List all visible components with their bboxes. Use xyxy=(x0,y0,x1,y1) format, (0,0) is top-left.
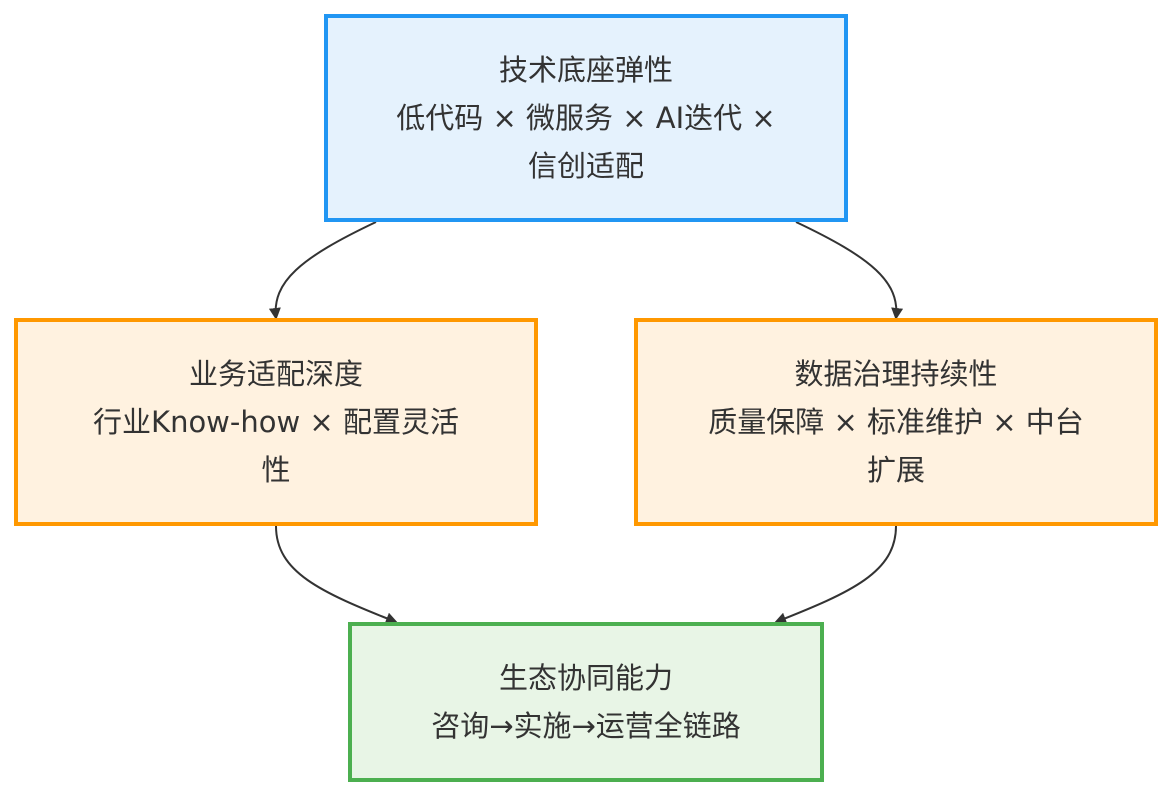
node-data-governance: 数据治理持续性 质量保障 × 标准维护 × 中台 扩展 xyxy=(634,318,1158,526)
node-ecosystem-title: 生态协同能力 xyxy=(498,661,673,695)
node-tech-title: 技术底座弹性 xyxy=(498,53,673,87)
node-tech-line3: 信创适配 xyxy=(527,149,644,183)
node-business-line3: 性 xyxy=(261,453,291,487)
node-data-line3: 扩展 xyxy=(866,453,925,487)
node-ecosystem-synergy: 生态协同能力 咨询→实施→运营全链路 xyxy=(348,622,824,782)
edge-tech-to-business xyxy=(268,221,377,320)
edge-business-to-ecosystem xyxy=(275,525,398,624)
node-business-fit: 业务适配深度 行业Know-how × 配置灵活 性 xyxy=(14,318,538,526)
node-business-line2: 行业Know-how × 配置灵活 xyxy=(93,405,459,439)
node-business-title: 业务适配深度 xyxy=(188,357,363,391)
edge-tech-to-data xyxy=(795,221,904,320)
node-data-title: 数据治理持续性 xyxy=(794,357,998,391)
node-tech-foundation: 技术底座弹性 低代码 × 微服务 × AI迭代 × 信创适配 xyxy=(324,14,848,222)
node-tech-line2: 低代码 × 微服务 × AI迭代 × xyxy=(396,101,776,135)
edge-data-to-ecosystem xyxy=(774,525,897,624)
node-data-line2: 质量保障 × 标准维护 × 中台 xyxy=(708,405,1084,439)
node-ecosystem-line2: 咨询→实施→运营全链路 xyxy=(431,709,741,743)
